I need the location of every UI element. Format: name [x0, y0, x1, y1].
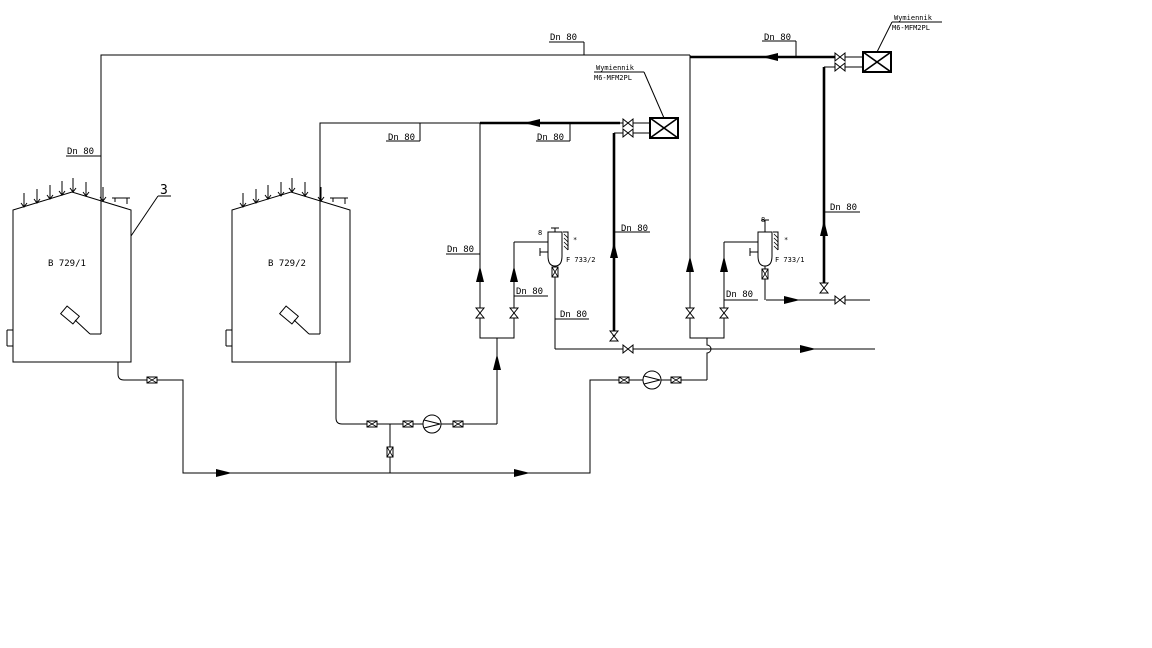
tank-1-drain-line	[117, 362, 650, 477]
filter-2-label: F 733/1	[775, 256, 805, 264]
exchanger-1-name: Wymiennik	[596, 64, 635, 72]
return-line-tank-1: Dn 80 Dn 80	[66, 33, 690, 334]
pipe-label: Dn 80	[764, 33, 791, 43]
riser-exchanger-2: Dn 80	[685, 241, 758, 380]
filter-2-mark: *	[784, 236, 788, 244]
tank-1-label: B 729/1	[48, 259, 86, 269]
filter-1-top-mark: 8	[538, 229, 542, 237]
filter-1-label: F 733/2	[566, 256, 596, 264]
filter-f733-2: 8 * F 733/2 Dn 80	[538, 227, 596, 349]
pipe-label: Dn 80	[830, 203, 857, 213]
pipe-label: Dn 80	[67, 147, 94, 157]
exchanger-1-loop: Dn 80 Dn 80 Wymiennik M6-MFM2PL	[480, 64, 679, 342]
pipe-label: Dn 80	[537, 133, 564, 143]
pipe-label: Dn 80	[550, 33, 577, 43]
item-marker: 3	[160, 183, 168, 198]
tank-b729-1: B 729/1 3	[6, 177, 171, 363]
exchanger-2-name: Wymiennik	[894, 14, 933, 22]
exchanger-1-model: M6-MFM2PL	[594, 74, 632, 82]
pipe-label: Dn 80	[726, 290, 753, 300]
return-line-tank-2: Dn 80	[319, 122, 480, 334]
pump-p2-group	[642, 370, 707, 390]
tank-b729-2: B 729/2	[225, 177, 351, 363]
filter-1-mark: *	[573, 236, 577, 244]
pipe-label: Dn 80	[447, 245, 474, 255]
filter-f733-1: 8 * F 733/1	[749, 216, 805, 300]
pipe-label: Dn 80	[560, 310, 587, 320]
outlet-line	[555, 344, 875, 354]
tank-2-label: B 729/2	[268, 259, 306, 269]
exchanger-2-model: M6-MFM2PL	[892, 24, 930, 32]
riser-tank-2: Dn 80 Dn 80	[446, 123, 548, 424]
pipe-label: Dn 80	[621, 224, 648, 234]
exchanger-2-loop: Dn 80 Dn 80 Wymiennik M6-MFM2PL	[689, 14, 942, 325]
filter-2-top-mark: 8	[761, 216, 765, 224]
pipe-label: Dn 80	[388, 133, 415, 143]
pump-p1-group	[335, 362, 497, 473]
pipe-label: Dn 80	[516, 287, 543, 297]
